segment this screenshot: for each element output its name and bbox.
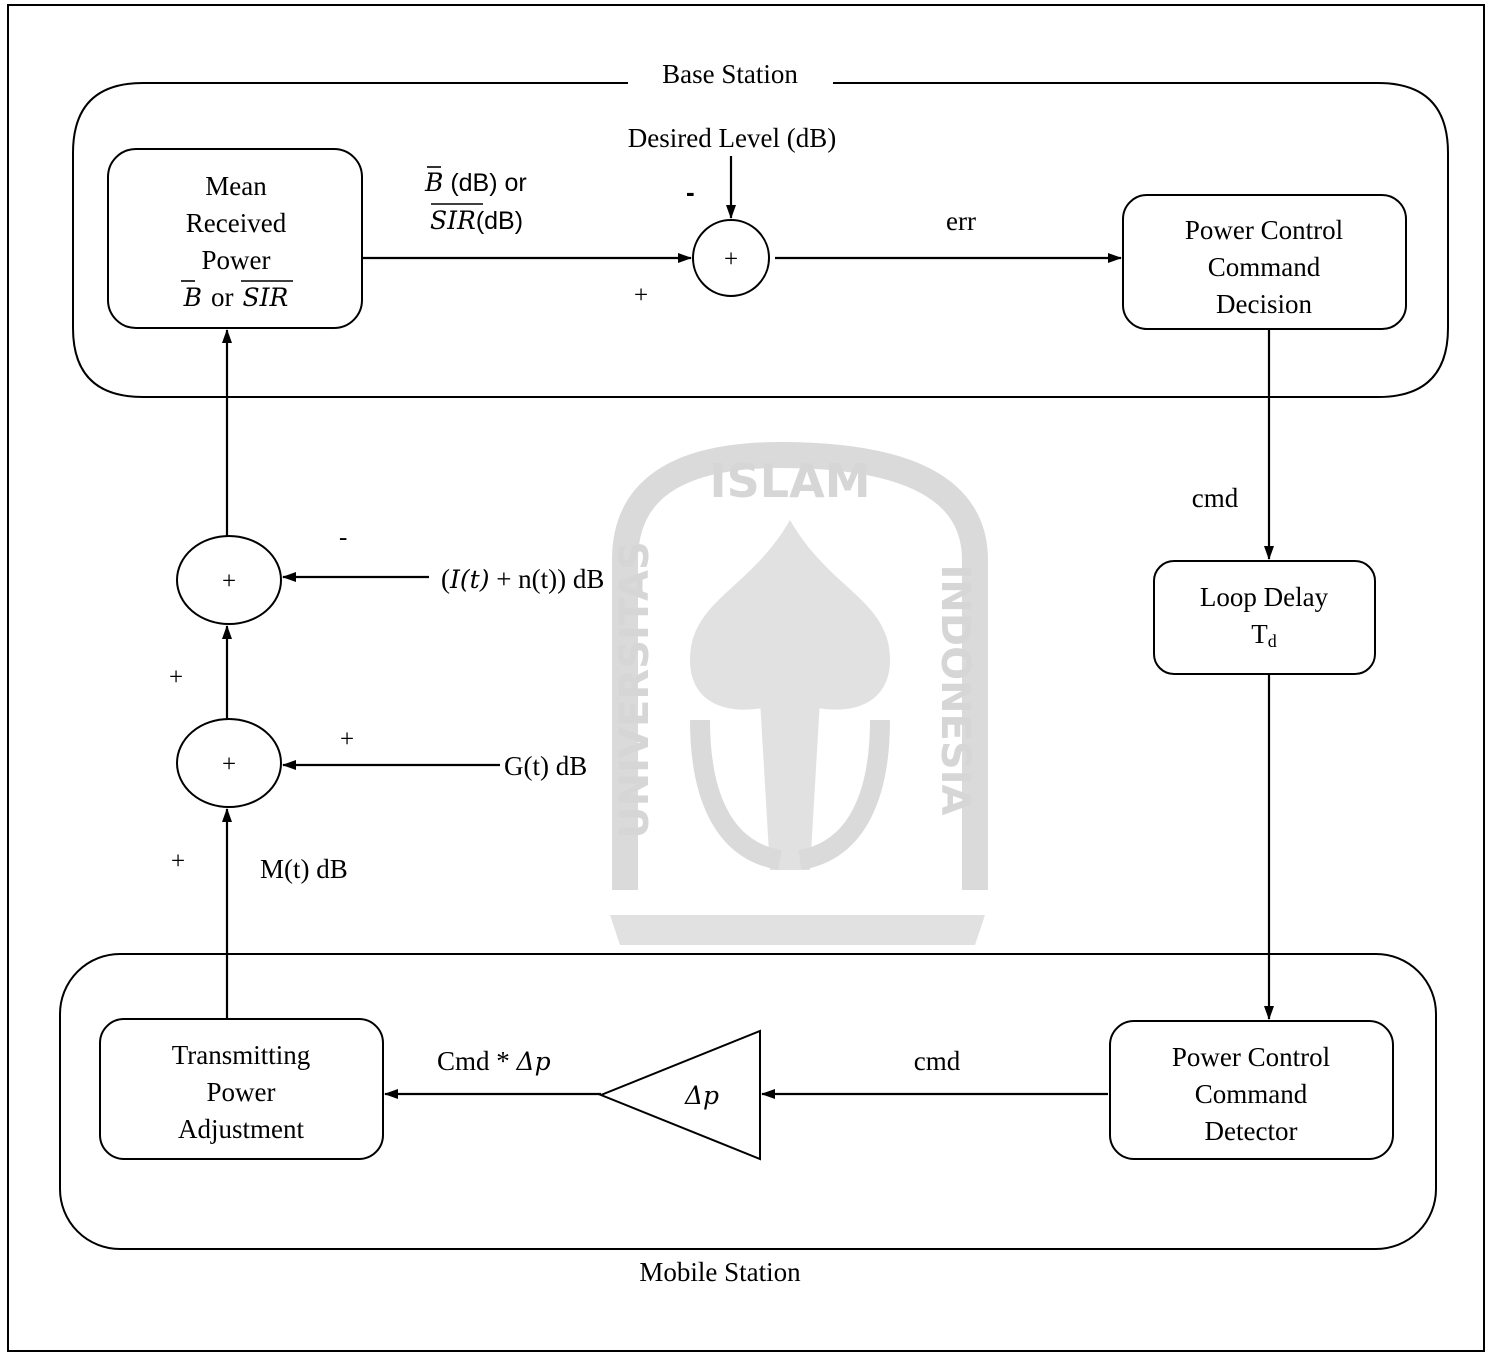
interference-label: (I(t) + n(t)) dB [441, 564, 604, 594]
page-frame [7, 4, 1485, 1352]
base-station-label: Base Station [662, 59, 798, 89]
err-label: err [946, 206, 976, 236]
measured-level-label: B (dB) or SIR(dB) [424, 166, 527, 235]
summing-junction-error-symbol: + [724, 246, 738, 273]
decision-line-1: Power Control [1185, 215, 1343, 245]
measured-level-sign: + [634, 282, 648, 309]
university-seal-watermark: ISLAM UNIVERSITAS INDONESIA [610, 441, 988, 945]
summing-junction-gain-symbol: + [222, 751, 236, 778]
svg-text:B (dB) or: B (dB) or [424, 168, 527, 197]
mobile-station-label: Mobile Station [639, 1257, 801, 1287]
tpa-line-2: Power [207, 1077, 276, 1107]
measured-sir-suffix: (dB) [476, 207, 523, 235]
summing-junction-interference-symbol: + [222, 568, 236, 595]
cmd-vertical-label: cmd [1192, 483, 1239, 513]
interference-t: (t) [460, 565, 490, 594]
interference-prefix: ( [441, 564, 450, 594]
cmd-horizontal-label: cmd [914, 1046, 961, 1076]
mobile-power-label: M(t) dB [260, 854, 348, 884]
summing-junction-error: + [692, 219, 770, 297]
svg-text:Td: Td [1251, 619, 1277, 651]
measured-b-suffix: (dB) or [443, 169, 526, 197]
cmd-times-var: Δp [516, 1047, 551, 1076]
cmd-times-prefix: Cmd * [437, 1046, 517, 1076]
detector-line-3: Detector [1205, 1116, 1298, 1146]
watermark-right-text: INDONESIA [932, 564, 978, 815]
mean-received-power-line-3: Power [202, 245, 271, 275]
summing-junction-gain: + [176, 718, 282, 808]
mobile-station-region [59, 953, 1437, 1250]
gain-signal-sign: + [340, 726, 354, 753]
watermark-islam-text: ISLAM [710, 454, 871, 508]
interference-i: I [449, 565, 461, 594]
decision-line-2: Command [1208, 252, 1321, 282]
svg-text:SIR(dB): SIR(dB) [430, 206, 523, 235]
detector-line-1: Power Control [1172, 1042, 1330, 1072]
mean-received-power-line-1: Mean [205, 171, 267, 201]
or-text: or [211, 282, 234, 312]
loop-delay-label: Loop Delay [1200, 582, 1329, 612]
mean-received-power-line-2: Received [186, 208, 287, 238]
watermark-left-text: UNIVERSITAS [612, 541, 658, 839]
mobile-power-sign: + [171, 848, 185, 875]
measured-b-symbol: B [424, 168, 443, 197]
summing-junction-interference: + [176, 535, 282, 625]
gain-amplifier-triangle: Δp [598, 1029, 761, 1161]
loop-delay-block: Loop Delay Td [1153, 560, 1376, 675]
base-station-region [72, 82, 1449, 398]
tpa-line-1: Transmitting [172, 1040, 311, 1070]
tpa-line-3: Adjustment [178, 1114, 304, 1144]
sum-upper-input-sign: + [169, 664, 183, 691]
interference-rest: + n(t)) dB [489, 564, 604, 594]
power-control-decision-block: Power Control Command Decision [1122, 194, 1407, 330]
gain-symbol: Δp [684, 1081, 719, 1110]
detector-line-2: Command [1195, 1079, 1308, 1109]
interference-sign: - [339, 524, 347, 551]
transmitting-power-adjustment-block: Transmitting Power Adjustment [99, 1018, 384, 1160]
loop-delay-subscript: d [1268, 631, 1277, 651]
desired-level-label: Desired Level (dB) [628, 123, 836, 153]
b-bar-symbol: B [183, 283, 202, 312]
gain-signal-label: G(t) dB [504, 751, 587, 781]
sir-bar-symbol: SIR [243, 283, 289, 312]
cmd-times-dp-label: Cmd * Δp [437, 1046, 551, 1076]
desired-level-sign: - [686, 177, 695, 207]
decision-line-3: Decision [1216, 289, 1312, 319]
power-control-detector-block: Power Control Command Detector [1109, 1020, 1394, 1160]
measured-sir-symbol: SIR [430, 206, 476, 235]
loop-delay-symbol: T [1251, 619, 1268, 649]
